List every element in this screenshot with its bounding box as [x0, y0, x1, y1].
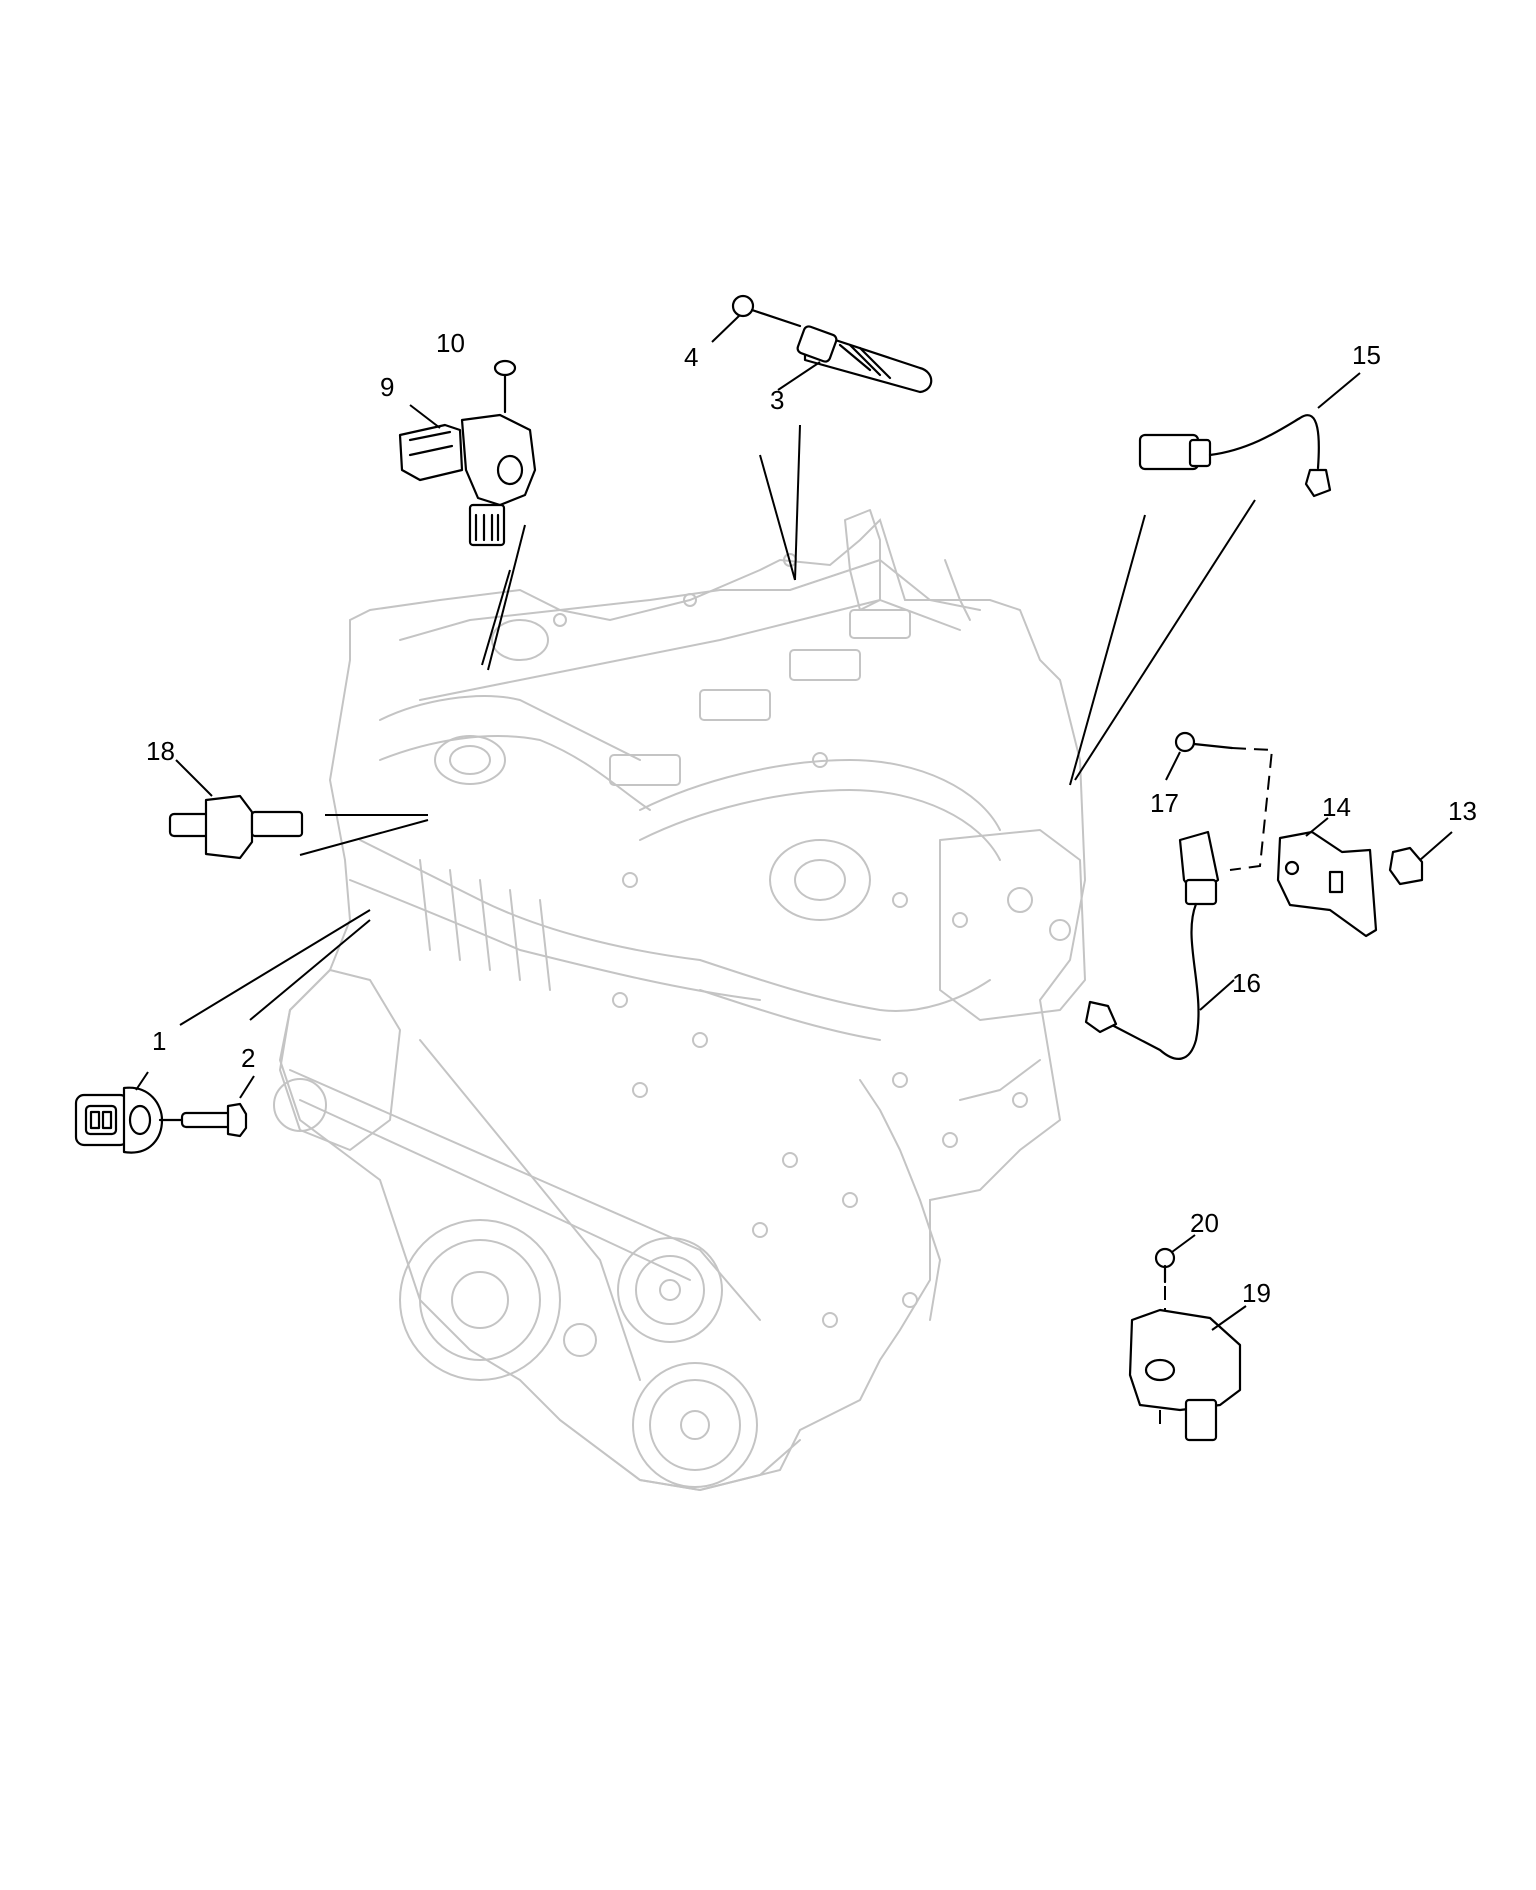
- part-16-sensor-lead: [1084, 830, 1235, 1060]
- callout-10: 10: [436, 328, 465, 358]
- leader-lines: [179, 424, 1256, 1026]
- callout-20: 20: [1190, 1208, 1219, 1238]
- part-1-knock-sensor: [74, 1071, 184, 1154]
- part-13-connector: [1388, 831, 1453, 886]
- callout-13: 13: [1448, 796, 1477, 826]
- part-15-sensor-lead: [1138, 372, 1361, 498]
- engine-block-ghost: [273, 509, 1087, 1492]
- part-9-sensor: [398, 404, 537, 547]
- callout-9: 9: [380, 372, 394, 402]
- callout-3: 3: [770, 385, 784, 415]
- callout-17: 17: [1150, 788, 1179, 818]
- part-20-screw: [1154, 1234, 1196, 1430]
- part-10-screw: [493, 359, 517, 414]
- callout-1: 1: [152, 1026, 166, 1056]
- callout-18: 18: [146, 736, 175, 766]
- callout-labels: 1 2 3 4 9 10 13 14 15 16 17 18 19 20: [146, 328, 1477, 1308]
- callout-4: 4: [684, 342, 698, 372]
- part-18-sensor: [168, 759, 304, 860]
- part-2-bolt: [180, 1075, 255, 1138]
- part-19-sensor: [1128, 1305, 1247, 1442]
- part-4-bolt: [711, 294, 802, 343]
- part-17-bolt: [1165, 731, 1274, 871]
- callout-19: 19: [1242, 1278, 1271, 1308]
- callout-14: 14: [1322, 792, 1351, 822]
- part-3-sensor: [777, 325, 933, 394]
- callout-2: 2: [241, 1043, 255, 1073]
- callout-16: 16: [1232, 968, 1261, 998]
- part-14-bracket: [1276, 817, 1378, 938]
- callout-15: 15: [1352, 340, 1381, 370]
